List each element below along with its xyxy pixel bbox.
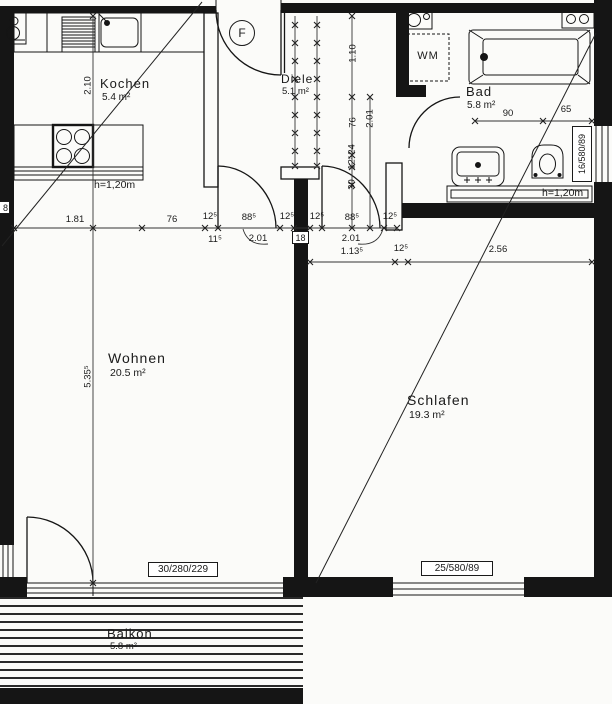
room-area-balkon: 5.8 m²: [110, 641, 137, 652]
washing-machine: [406, 33, 450, 82]
dim-201-c: 2.01: [364, 109, 376, 128]
dim-76-a: 76: [166, 214, 178, 225]
dim-65: 65: [560, 104, 572, 115]
window-tag-balcony: 30/280/229: [148, 562, 218, 577]
room-area-bad: 5.8 m²: [467, 100, 496, 111]
dim-210: 2.10: [82, 76, 94, 95]
boiler: [404, 10, 433, 30]
schlafen-door-arc: [321, 165, 381, 229]
unit-diagonals: [1, 1, 597, 584]
entrance-door-arc: [215, 9, 282, 76]
dim-30: 30: [346, 179, 358, 190]
wohnen-door-arc: [217, 165, 277, 229]
dim-115: 11⁵: [208, 234, 222, 245]
dim-1-81: 1.81: [65, 214, 85, 225]
room-label-wohnen: Wohnen: [108, 350, 166, 366]
doors: [26, 9, 461, 584]
dim-1135: 1.13⁵: [340, 246, 364, 257]
balcony-door-arc: [26, 516, 94, 584]
dim-256: 2.56: [488, 244, 508, 255]
counter-front-band: [13, 166, 144, 181]
dim-5355: 5.35⁵: [82, 365, 94, 388]
window-tag-bad-text: 16/580/89: [577, 133, 587, 175]
kitchen-fixtures: [4, 12, 205, 181]
wall-blocks: [0, 12, 612, 597]
bath-ledge: [446, 185, 593, 203]
room-label-balkon: Balkon: [107, 626, 153, 641]
tub-faucet: [480, 53, 488, 61]
dim-110: 1.10: [347, 44, 359, 63]
entrance-circle-label: F: [229, 20, 255, 46]
height-note-bad: h=1,20m: [542, 187, 584, 199]
dim-885-a: 88⁵: [241, 212, 257, 223]
toilet: [531, 144, 564, 179]
kitchen-counter-top: [13, 12, 205, 53]
room-label-schlafen: Schlafen: [407, 392, 470, 408]
kitchen-corner-unit: [4, 12, 27, 45]
dim-90: 90: [502, 108, 514, 119]
room-label-bad: Bad: [466, 84, 493, 99]
sink: [100, 17, 139, 48]
dimension-ticks: [10, 12, 596, 587]
dim-125-e: 12⁵: [393, 243, 409, 254]
bad-door-arc: [408, 96, 461, 149]
window-tag-bad: 16/580/89: [572, 126, 592, 182]
room-area-kochen: 5.4 m²: [102, 92, 131, 103]
dim-125-c: 12⁵: [309, 211, 325, 222]
room-area-diele: 5.1 m²: [282, 86, 309, 97]
dim-885-b: 88⁵: [344, 212, 360, 223]
windows: [2, 0, 609, 596]
dim-201-a: 2.01: [248, 233, 268, 244]
dim-201-b: 2.01: [341, 233, 361, 244]
balcony-decking: [0, 597, 303, 688]
faucet: [104, 20, 110, 26]
entrance-door-leaf: [280, 10, 286, 75]
dim-125-a: 12⁵: [202, 211, 218, 222]
room-area-wohnen: 20.5 m²: [110, 367, 146, 379]
kitchen-counter-low: [13, 124, 144, 168]
wall-thickness-label: 18: [292, 231, 309, 244]
bathtub: [468, 29, 591, 85]
bath-fixtures: [404, 10, 595, 203]
dim-125-b: 12⁵: [279, 211, 295, 222]
bath-top-unit: [561, 10, 595, 29]
washing-machine-label: WM: [417, 50, 439, 62]
dim-125-d: 12⁵: [382, 211, 398, 222]
room-label-kochen: Kochen: [100, 76, 151, 91]
window-tag-schlafen: 25/580/89: [421, 561, 493, 576]
left-edge-label: 8: [0, 201, 10, 214]
height-note-kochen: h=1,20m: [94, 179, 136, 191]
room-label-diele: Diele: [281, 72, 314, 86]
room-area-schlafen: 19.3 m²: [409, 409, 445, 421]
